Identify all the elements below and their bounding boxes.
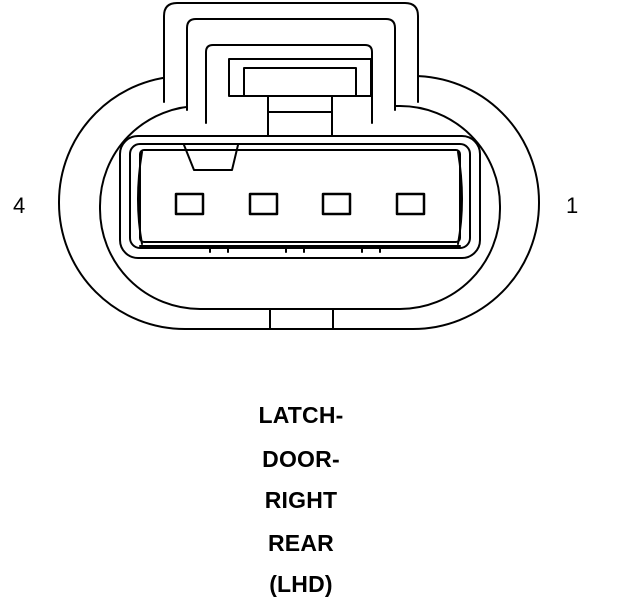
latch-ramp [267,95,333,137]
caption-line: (LHD) [269,571,333,597]
left-side-rib [137,151,143,245]
terminal-cavity-pin-4 [174,192,205,216]
connector-face-drawing [58,2,540,330]
terminal-cavity-pin-1 [395,192,426,216]
polarity-notch [183,144,239,171]
terminal-cavity-outer [119,135,481,259]
terminal-cavity-inner [129,143,471,249]
caption-line: REAR [268,530,334,556]
right-side-rib [457,151,463,245]
caption-line: DOOR- [262,446,340,472]
terminal-cavity-pin-2 [321,192,352,216]
pin-number-label-right: 1 [566,193,579,218]
caption-line: RIGHT [264,487,338,513]
caption-line: LATCH- [258,402,344,428]
terminal-cavity-face [139,149,461,243]
latch-button-inner [243,67,357,97]
pin-number-label-left: 4 [13,193,26,218]
bottom-key-tab [269,308,334,330]
terminal-cavity-pin-3 [248,192,279,216]
